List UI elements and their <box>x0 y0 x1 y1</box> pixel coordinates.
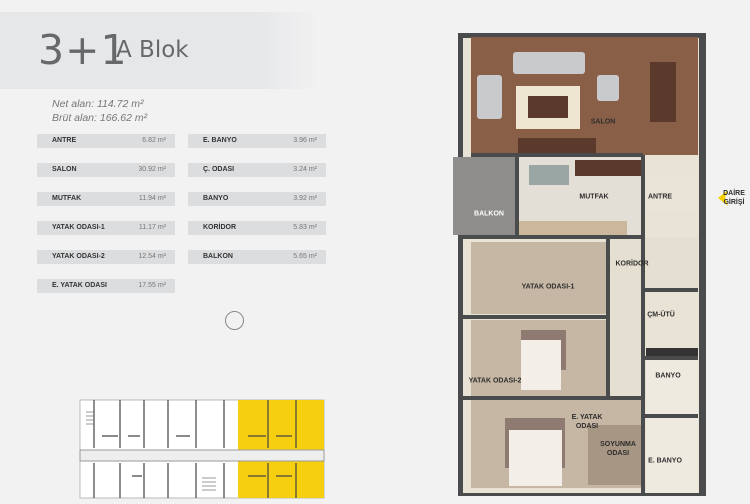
room-area: 17.55 m² <box>138 282 166 289</box>
room-row: MUTFAK 11.94 m² <box>37 192 175 206</box>
room-name: SALON <box>52 166 77 173</box>
key-plan <box>72 398 326 500</box>
room-area: 5.83 m² <box>293 224 317 231</box>
room-area: 3.24 m² <box>293 166 317 173</box>
label-salon: SALON <box>590 118 616 126</box>
room-area: 6.82 m² <box>142 137 166 144</box>
room-name: E. BANYO <box>203 137 237 144</box>
block-name: A Blok <box>116 37 189 63</box>
dining-table <box>650 62 676 122</box>
room-row: Ç. ODASI 3.24 m² <box>188 163 326 177</box>
balkon-floor <box>453 157 515 235</box>
room-name: Ç. ODASI <box>203 166 235 173</box>
label-yatak2: YATAK ODASI-2 <box>468 377 522 385</box>
entrance-arrow-icon <box>718 190 728 206</box>
room-row: YATAK ODASI-2 12.54 m² <box>37 250 175 264</box>
label-antre: ANTRE <box>647 193 673 201</box>
room-name: YATAK ODASI-2 <box>52 253 105 260</box>
room-name: ANTRE <box>52 137 77 144</box>
unit-type: 3+1 <box>38 26 128 74</box>
e-banyo-floor <box>646 418 698 493</box>
floor-plan: SALON MUTFAK ANTRE BALKON DAİRE GİRİŞİ K… <box>450 30 750 500</box>
label-soyunma: SOYUNMA ODASI <box>600 441 636 457</box>
sofa <box>513 52 585 74</box>
room-row: KORİDOR 5.83 m² <box>188 221 326 235</box>
highlight-unit-upper <box>238 400 324 450</box>
room-area: 30.92 m² <box>138 166 166 173</box>
gross-area: Brüt alan: 166.62 m² <box>52 112 148 124</box>
room-area: 11.17 m² <box>138 224 166 231</box>
label-e-banyo: E. BANYO <box>648 457 682 465</box>
label-cm-utu: ÇM-ÜTÜ <box>647 311 675 319</box>
bed-2 <box>521 340 561 390</box>
room-row: E. YATAK ODASI 17.55 m² <box>37 279 175 293</box>
net-area: Net alan: 114.72 m² <box>52 98 144 110</box>
room-name: MUTFAK <box>52 195 82 202</box>
room-row: YATAK ODASI-1 11.17 m² <box>37 221 175 235</box>
label-yatak1: YATAK ODASI-1 <box>521 283 575 291</box>
room-name: BANYO <box>203 195 229 202</box>
label-mutfak: MUTFAK <box>579 193 609 201</box>
room-area: 5.65 m² <box>293 253 317 260</box>
label-banyo: BANYO <box>655 372 681 380</box>
room-row: E. BANYO 3.96 m² <box>188 134 326 148</box>
room-name: YATAK ODASI-1 <box>52 224 105 231</box>
label-entrance: DAİRE GİRİŞİ <box>723 190 745 206</box>
room-row: BANYO 3.92 m² <box>188 192 326 206</box>
title-band <box>0 12 320 89</box>
bed-master <box>509 430 562 486</box>
label-e-yatak: E. YATAK ODASI <box>571 414 603 430</box>
cm-utu <box>646 292 698 348</box>
room-row: ANTRE 6.82 m² <box>37 134 175 148</box>
room-name: KORİDOR <box>203 224 237 231</box>
room-name: BALKON <box>203 253 233 260</box>
room-area: 11.94 m² <box>138 195 166 202</box>
circle-marker <box>225 311 244 330</box>
label-balkon: BALKON <box>474 210 504 218</box>
room-row: BALKON 5.65 m² <box>188 250 326 264</box>
room-area: 3.92 m² <box>293 195 317 202</box>
highlight-unit-lower <box>238 461 324 498</box>
room-area: 12.54 m² <box>138 253 166 260</box>
label-koridor: KORİDOR <box>615 260 649 268</box>
room-row: SALON 30.92 m² <box>37 163 175 177</box>
banyo-floor <box>646 358 698 414</box>
room-name: E. YATAK ODASI <box>52 282 107 289</box>
antre-floor <box>643 177 699 212</box>
room-area: 3.96 m² <box>293 137 317 144</box>
yatak1-floor <box>471 242 608 314</box>
